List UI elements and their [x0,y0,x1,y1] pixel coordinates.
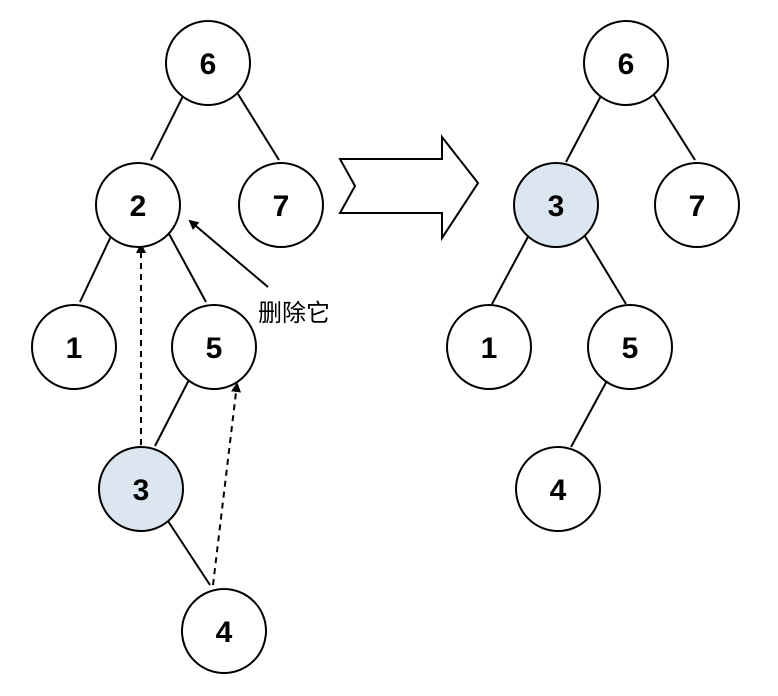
right-node-6-label: 6 [618,48,635,81]
left-node-1-label: 1 [66,332,83,365]
right-node-6: 6 [583,20,669,106]
right-node-3-highlighted: 3 [513,162,599,248]
right-tree: 6 3 7 1 5 4 [446,20,740,532]
dashed-arrow-4-to-5 [212,382,242,586]
left-node-5-label: 5 [206,332,223,365]
edge-2-5 [167,231,207,303]
r-edge-6-7 [651,91,696,161]
right-node-4-label: 4 [550,474,567,507]
left-node-4: 4 [181,588,267,674]
right-tree-edges [491,91,696,448]
r-edge-3-1 [491,234,530,305]
left-node-2: 2 [95,162,181,248]
r-edge-6-3 [565,91,604,163]
edge-6-7 [237,93,280,161]
right-node-1-label: 1 [481,332,498,365]
replacement-arrows [136,243,242,586]
transition-arrow-icon [338,134,480,242]
left-tree-edges [79,91,280,586]
left-node-6-label: 6 [200,48,217,81]
r-edge-5-4 [570,376,610,448]
left-node-5: 5 [171,304,257,390]
delete-annotation: 删除它 [188,219,330,327]
edge-2-1 [79,231,114,303]
right-node-1: 1 [446,304,532,390]
left-node-6: 6 [165,20,251,106]
left-node-3-highlighted: 3 [98,446,184,532]
left-tree: 6 2 7 1 5 3 4 [31,20,324,674]
edge-3-4 [165,517,211,586]
left-node-2-label: 2 [130,190,147,223]
left-node-7: 7 [238,162,324,248]
delete-annotation-label: 删除它 [258,299,330,327]
right-node-7-label: 7 [689,190,706,223]
right-node-4: 4 [515,446,601,532]
left-node-4-label: 4 [216,616,233,649]
edge-5-3 [154,371,194,447]
edge-6-2 [150,91,186,161]
left-node-7-label: 7 [273,190,290,223]
right-node-5-label: 5 [622,332,639,365]
right-node-3-label: 3 [548,190,565,223]
r-edge-3-5 [582,232,627,305]
delete-pointer-arrow [188,219,269,288]
left-node-1: 1 [31,304,117,390]
left-node-3-label: 3 [133,474,150,507]
right-node-5: 5 [587,304,673,390]
right-node-7: 7 [654,162,740,248]
